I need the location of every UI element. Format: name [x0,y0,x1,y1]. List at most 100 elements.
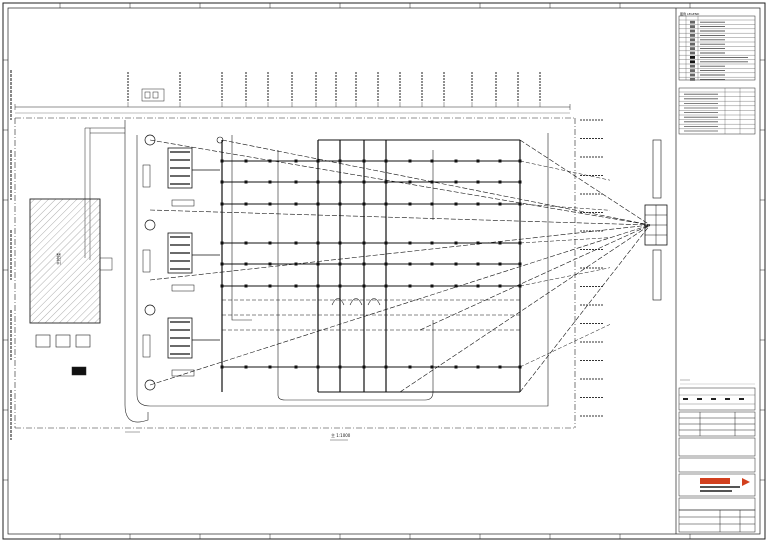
lightning-mast [144,219,156,231]
breaker-node [268,180,272,184]
breaker-node [294,262,298,266]
feeder-line [519,203,611,211]
legend-symbol [690,69,695,72]
terminal-tower [644,139,668,301]
revision-mark [697,398,702,400]
breaker-node [268,262,272,266]
cabinet [142,249,151,273]
breaker-node [294,159,298,163]
breaker-node [476,202,480,206]
legend-symbol [690,34,695,37]
feeder-line [519,160,611,181]
breaker-node [294,180,298,184]
revision-mark [725,398,730,400]
breaker-node [244,241,248,245]
breaker-node [476,262,480,266]
revision-mark [739,398,744,400]
center-caption: 主 1:1000 [331,432,351,438]
label-box [171,369,195,377]
breaker-node [294,202,298,206]
breaker-node [268,159,272,163]
breaker-node [244,284,248,288]
breaker-node [244,159,248,163]
breaker-node [430,241,434,245]
legend-symbol [690,78,695,81]
breaker-node [498,180,502,184]
revision-table [678,387,756,411]
feeder-line [519,324,611,368]
label-box [171,199,195,207]
cabinet [142,334,151,358]
breaker-node [244,180,248,184]
connection-line [419,224,651,331]
breaker-node [498,365,502,369]
breaker-node [498,159,502,163]
breaker-node [430,262,434,266]
legend-symbol [690,20,695,24]
approval-block [678,411,756,473]
connection-line [399,224,651,393]
connection-line [149,139,651,226]
breaker-node [294,284,298,288]
breaker-node [476,180,480,184]
arch-symbol [367,298,381,306]
breaker-node [268,284,272,288]
svg-text:主控楼: 主控楼 [55,253,61,265]
breaker-node [268,365,272,369]
title-block: 图例 LEGEND [675,8,756,534]
feeder-line [519,267,611,287]
connection-line [519,224,651,393]
internal-roads [124,120,549,423]
breaker-node [454,180,458,184]
bottom-annotations: 主 1:1000 [125,431,351,441]
legend-symbol [690,42,695,46]
right-feeder-labels [580,119,603,417]
connection-line [519,139,651,226]
legend-symbol [690,25,695,28]
breaker-node [408,180,412,184]
breaker-node [476,159,480,163]
transformer [167,317,193,359]
legend-symbol [690,29,695,33]
breaker-node [454,365,458,369]
legend-symbol [690,73,695,77]
breaker-node [498,202,502,206]
top-symbol-box [141,88,165,102]
connection-line [149,224,651,386]
breaker-node [454,262,458,266]
breaker-node [408,241,412,245]
company-logo [678,473,756,497]
feeder-line [519,237,611,244]
breaker-node [408,202,412,206]
breaker-node [498,262,502,266]
parameter-table [678,87,756,135]
breaker-node [498,284,502,288]
cabinet [142,164,151,188]
legend-table: 图例 LEGEND [678,11,756,81]
legend-symbol [690,64,695,68]
revision-mark [683,398,688,400]
breaker-node [430,284,434,288]
breaker-node [244,262,248,266]
transformer [167,147,193,189]
main-building: 主控楼 [29,198,113,324]
transformer-towers [142,134,224,391]
label-box [171,284,195,292]
breaker-node [476,284,480,288]
legend-title: 图例 LEGEND [680,11,700,16]
notes-area [680,379,755,385]
breaker-node [268,202,272,206]
drawing-title-block [678,497,756,533]
breaker-node [454,159,458,163]
breaker-node [454,241,458,245]
connection-line [221,139,651,226]
lightning-mast [144,379,156,391]
breaker-node [294,241,298,245]
breaker-node [498,241,502,245]
legend-symbol [690,47,695,50]
legend-symbol [690,38,695,42]
breaker-node [430,159,434,163]
breaker-node [408,365,412,369]
